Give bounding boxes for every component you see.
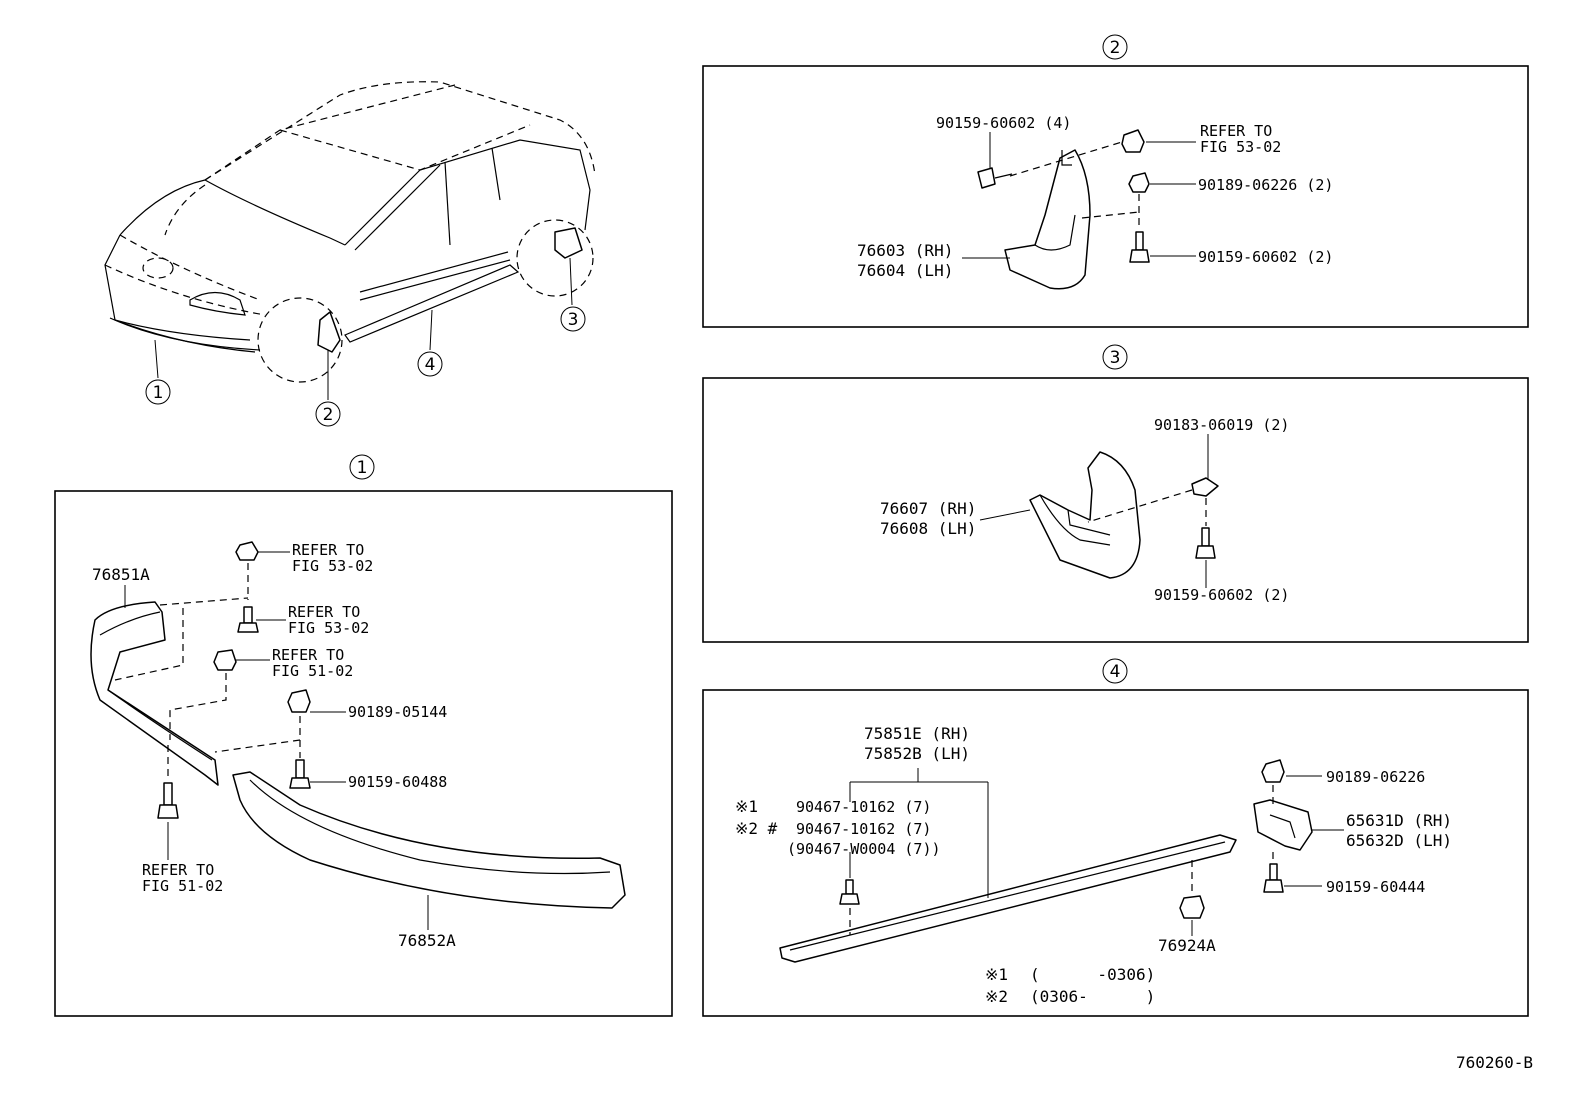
label-90159-60602-2: 90159-60602 (2): [1198, 248, 1333, 266]
label-range2: (0306- ): [1030, 987, 1155, 1006]
clip-90183-icon[interactable]: [1191, 477, 1219, 497]
rivet-90467-icon[interactable]: [839, 879, 860, 905]
label-ref-1: REFER TO: [1200, 122, 1272, 140]
label-76603-rh: 76603 (RH): [857, 241, 953, 260]
clip-a-icon[interactable]: [235, 541, 259, 561]
label-range1: ( -0306): [1030, 965, 1155, 984]
label-note1-mark: ※1: [735, 797, 758, 816]
label-note2-mark: ※2 #: [735, 819, 778, 838]
label-ref-2: FIG 53-02: [1200, 138, 1281, 156]
label-90159-60444: 90159-60444: [1326, 878, 1425, 896]
label-ref-a-1: REFER TO: [292, 541, 364, 559]
label-90159-60602-4: 90159-60602 (4): [936, 114, 1071, 132]
panel-4-rocker-moulding: 4: [702, 658, 1529, 1017]
mudflap-76603[interactable]: [1004, 149, 1091, 290]
label-90159-60602-2-p3: 90159-60602 (2): [1154, 586, 1289, 604]
screw-90159-icon[interactable]: [1195, 527, 1216, 559]
label-ref-b-1: REFER TO: [288, 603, 360, 621]
mudflap-76607[interactable]: [1029, 451, 1141, 579]
moulding-75851E[interactable]: [779, 834, 1237, 963]
label-90189-05144: 90189-05144: [348, 703, 447, 721]
label-75852B-lh: 75852B (LH): [864, 744, 970, 763]
panel-4-number: 4: [1110, 662, 1121, 682]
screw-90159-icon[interactable]: [289, 759, 311, 789]
callout-4[interactable]: 4: [417, 351, 443, 377]
label-76851A: 76851A: [92, 565, 150, 584]
svg-text:3: 3: [568, 310, 579, 330]
nut-90189-icon[interactable]: [1261, 759, 1285, 783]
callout-3[interactable]: 3: [560, 306, 586, 332]
panel-1-front-spoiler: 1: [54, 454, 673, 1017]
screw-bottom-icon[interactable]: [1129, 231, 1150, 263]
label-65632D-lh: 65632D (LH): [1346, 831, 1452, 850]
clip-c-icon[interactable]: [213, 649, 237, 671]
panel-1-number: 1: [357, 458, 368, 478]
label-bolt-ref-1: REFER TO: [142, 861, 214, 879]
nut-icon[interactable]: [1128, 172, 1150, 193]
label-76924A: 76924A: [1158, 936, 1216, 955]
panel-2-front-mudflap: 2 90159-60602 (4) REFER TO FIG: [702, 34, 1529, 328]
screw-90159-60444-icon[interactable]: [1263, 863, 1284, 893]
label-76607-rh: 76607 (RH): [880, 499, 976, 518]
panel-3-rear-mudflap: 3 90183-06019 (2) 76607 (RH) 76608 (LH) …: [702, 344, 1529, 643]
spoiler-76851A[interactable]: [90, 601, 219, 786]
label-ref-c-1: REFER TO: [272, 646, 344, 664]
label-90189-06226: 90189-06226: [1326, 768, 1425, 786]
label-65631D-rh: 65631D (RH): [1346, 811, 1452, 830]
label-76608-lh: 76608 (LH): [880, 519, 976, 538]
callout-1[interactable]: 1: [145, 379, 171, 405]
bracket-65631D[interactable]: [1253, 799, 1313, 851]
callout-2[interactable]: 2: [315, 401, 341, 427]
clip-90189-icon[interactable]: [287, 689, 311, 713]
label-76604-lh: 76604 (LH): [857, 261, 953, 280]
label-note2-alt: (90467-W0004 (7)): [787, 840, 941, 858]
clip-76924A-icon[interactable]: [1179, 895, 1205, 919]
label-ref-a-2: FIG 53-02: [292, 557, 373, 575]
spoiler-76852A[interactable]: [232, 771, 626, 909]
panel-2-frame: [702, 65, 1529, 328]
label-bolt-ref-2: FIG 51-02: [142, 877, 223, 895]
panel-1-frame: [54, 490, 673, 1017]
label-90189-06226-2: 90189-06226 (2): [1198, 176, 1333, 194]
screw-b-icon[interactable]: [237, 606, 259, 633]
screw-top-icon[interactable]: [977, 167, 1013, 189]
label-range2-mark: ※2: [985, 987, 1008, 1006]
label-ref-c-2: FIG 51-02: [272, 662, 353, 680]
figure-code: 760260-B: [1456, 1053, 1533, 1072]
label-76852A: 76852A: [398, 931, 456, 950]
label-range1-mark: ※1: [985, 965, 1008, 984]
panel-3-number: 3: [1110, 348, 1121, 368]
label-90183-06019-2: 90183-06019 (2): [1154, 416, 1289, 434]
car-overview: 1 2 3 4: [104, 81, 596, 427]
panel-2-number: 2: [1110, 38, 1121, 58]
svg-text:2: 2: [323, 405, 334, 425]
panel-3-frame: [702, 377, 1529, 643]
svg-text:1: 1: [153, 383, 164, 403]
ref-clip-icon[interactable]: [1121, 129, 1145, 153]
label-note2-part: 90467-10162 (7): [796, 820, 931, 838]
bolt-ref-icon[interactable]: [157, 782, 179, 819]
label-note1-part: 90467-10162 (7): [796, 798, 931, 816]
svg-text:4: 4: [425, 355, 436, 375]
panel-4-frame: [702, 689, 1529, 1017]
label-75851E-rh: 75851E (RH): [864, 724, 970, 743]
label-ref-b-2: FIG 53-02: [288, 619, 369, 637]
label-90159-60488: 90159-60488: [348, 773, 447, 791]
